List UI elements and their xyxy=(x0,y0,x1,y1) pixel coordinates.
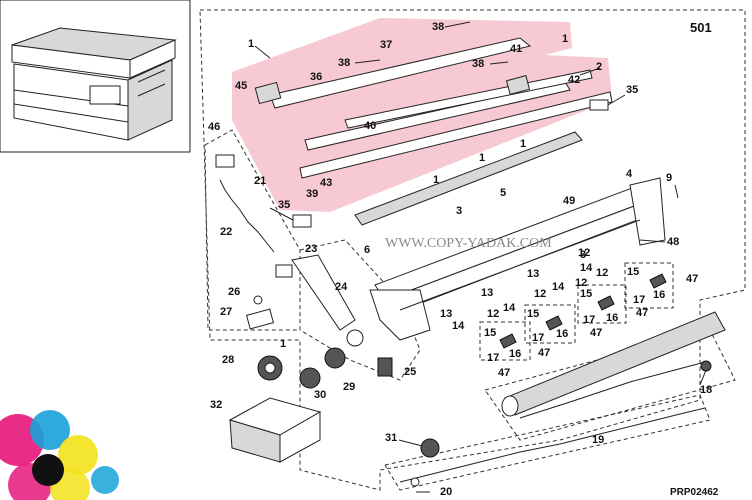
callout-numbers: 1 1 1 1 1 1 2 3 3 4 5 6 9 12 12 12 12 12… xyxy=(208,21,712,498)
callout-49: 49 xyxy=(563,195,575,207)
callout-1: 1 xyxy=(280,338,286,350)
callout-32: 32 xyxy=(210,399,222,411)
callout-38: 38 xyxy=(472,58,484,70)
callout-17: 17 xyxy=(487,352,499,364)
callout-16: 16 xyxy=(556,328,568,340)
callout-47: 47 xyxy=(538,347,550,359)
callout-1: 1 xyxy=(248,38,254,50)
callout-30: 30 xyxy=(314,389,326,401)
callout-1: 1 xyxy=(562,33,568,45)
callout-15: 15 xyxy=(484,327,496,339)
part-32-block xyxy=(228,397,322,463)
callout-22: 22 xyxy=(220,226,232,238)
callout-27: 27 xyxy=(220,306,232,318)
callout-41: 41 xyxy=(510,43,522,55)
callout-14: 14 xyxy=(503,302,516,314)
callout-38: 38 xyxy=(338,57,350,69)
callout-46: 46 xyxy=(208,121,220,133)
callout-21: 21 xyxy=(254,175,266,187)
callout-5: 5 xyxy=(500,187,506,199)
callout-26: 26 xyxy=(228,286,240,298)
left-side-parts xyxy=(215,154,364,347)
callout-17: 17 xyxy=(633,294,645,306)
callout-24: 24 xyxy=(335,281,348,293)
callout-12: 12 xyxy=(487,308,499,320)
callout-37: 37 xyxy=(380,39,392,51)
callout-42: 42 xyxy=(568,74,580,86)
page-number: 501 xyxy=(690,20,712,35)
callout-15: 15 xyxy=(527,308,539,320)
callout-1: 1 xyxy=(433,174,439,186)
callout-39: 39 xyxy=(306,188,318,200)
callout-43: 43 xyxy=(320,177,332,189)
callout-29: 29 xyxy=(343,381,355,393)
callout-28: 28 xyxy=(222,354,234,366)
callout-48: 48 xyxy=(667,236,679,248)
roller-and-shafts xyxy=(399,311,726,487)
callout-47: 47 xyxy=(686,273,698,285)
callout-6: 6 xyxy=(364,244,370,256)
callout-15: 15 xyxy=(627,266,639,278)
callout-14: 14 xyxy=(452,320,465,332)
callout-17: 17 xyxy=(532,332,544,344)
callout-20: 20 xyxy=(440,486,452,498)
callout-47: 47 xyxy=(590,327,602,339)
leader-lines xyxy=(254,21,707,493)
reference-code: PRP02462 xyxy=(670,487,719,498)
left-subassembly-boundary xyxy=(204,129,301,331)
color-circles-logo xyxy=(0,410,119,500)
callout-17: 17 xyxy=(583,314,595,326)
callout-13: 13 xyxy=(527,268,539,280)
callout-38: 38 xyxy=(432,21,444,33)
callout-19: 19 xyxy=(592,434,604,446)
callout-16: 16 xyxy=(509,348,521,360)
callout-23: 23 xyxy=(305,243,317,255)
callout-14: 14 xyxy=(552,281,565,293)
callout-18: 18 xyxy=(700,384,712,396)
callout-3: 3 xyxy=(580,249,586,261)
callout-1: 1 xyxy=(520,138,526,150)
callout-16: 16 xyxy=(606,312,618,324)
callout-9: 9 xyxy=(666,172,672,184)
callout-47: 47 xyxy=(636,307,648,319)
callout-12: 12 xyxy=(575,277,587,289)
callout-12: 12 xyxy=(578,247,590,259)
callout-13: 13 xyxy=(481,287,493,299)
callout-47: 47 xyxy=(498,367,510,379)
clip-groups xyxy=(479,262,674,361)
gear-set xyxy=(257,347,440,458)
callout-25: 25 xyxy=(404,366,416,378)
watermark-text: WWW.COPY-YADAK.COM xyxy=(385,236,552,251)
copier-thumbnail xyxy=(0,0,191,153)
callout-15: 15 xyxy=(580,288,592,300)
callout-45: 45 xyxy=(235,80,247,92)
main-frame xyxy=(354,131,666,341)
callout-12: 12 xyxy=(596,267,608,279)
callout-31: 31 xyxy=(385,432,397,444)
callout-4: 4 xyxy=(626,168,633,180)
callout-2: 2 xyxy=(596,61,602,73)
callout-1: 1 xyxy=(479,152,485,164)
callout-35: 35 xyxy=(626,84,638,96)
callout-14: 14 xyxy=(580,262,593,274)
main-dashed-frame xyxy=(199,9,746,491)
roller-boundary xyxy=(484,329,736,441)
callout-40: 40 xyxy=(364,120,376,132)
top-cover-assembly xyxy=(254,37,613,228)
callout-36: 36 xyxy=(310,71,322,83)
callout-35: 35 xyxy=(278,199,290,211)
callout-12: 12 xyxy=(534,288,546,300)
callout-16: 16 xyxy=(653,289,665,301)
callout-13: 13 xyxy=(440,308,452,320)
callout-3: 3 xyxy=(456,205,462,217)
